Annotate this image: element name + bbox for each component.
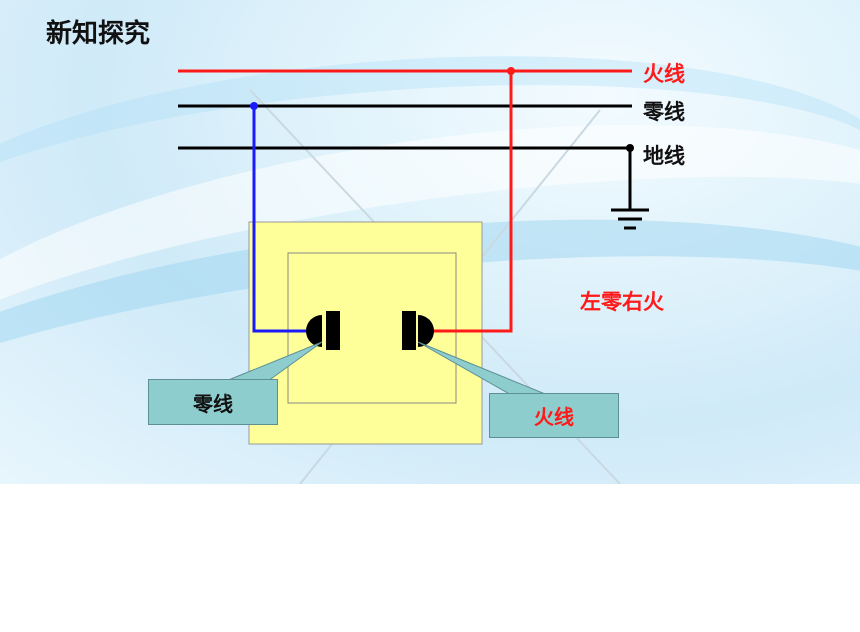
- wiring-diagram: [178, 67, 649, 484]
- neutral-junction-dot: [250, 102, 258, 110]
- live-wire: [425, 71, 513, 333]
- right-terminal-icon: [402, 311, 434, 350]
- neutral-wire: [252, 106, 322, 333]
- ground-junction-dot: [626, 144, 634, 152]
- live-line-label: 火线: [643, 62, 685, 86]
- ground-line-label: 地线: [643, 144, 685, 168]
- live-junction-dot: [507, 67, 515, 75]
- neutral-line-label: 零线: [643, 100, 685, 124]
- left-neutral-right-live-label: 左零右火: [580, 290, 664, 314]
- neutral-callout: 零线: [148, 379, 278, 425]
- left-terminal-icon: [306, 311, 340, 350]
- live-callout: 火线: [489, 393, 619, 438]
- page-title: 新知探究: [46, 19, 151, 49]
